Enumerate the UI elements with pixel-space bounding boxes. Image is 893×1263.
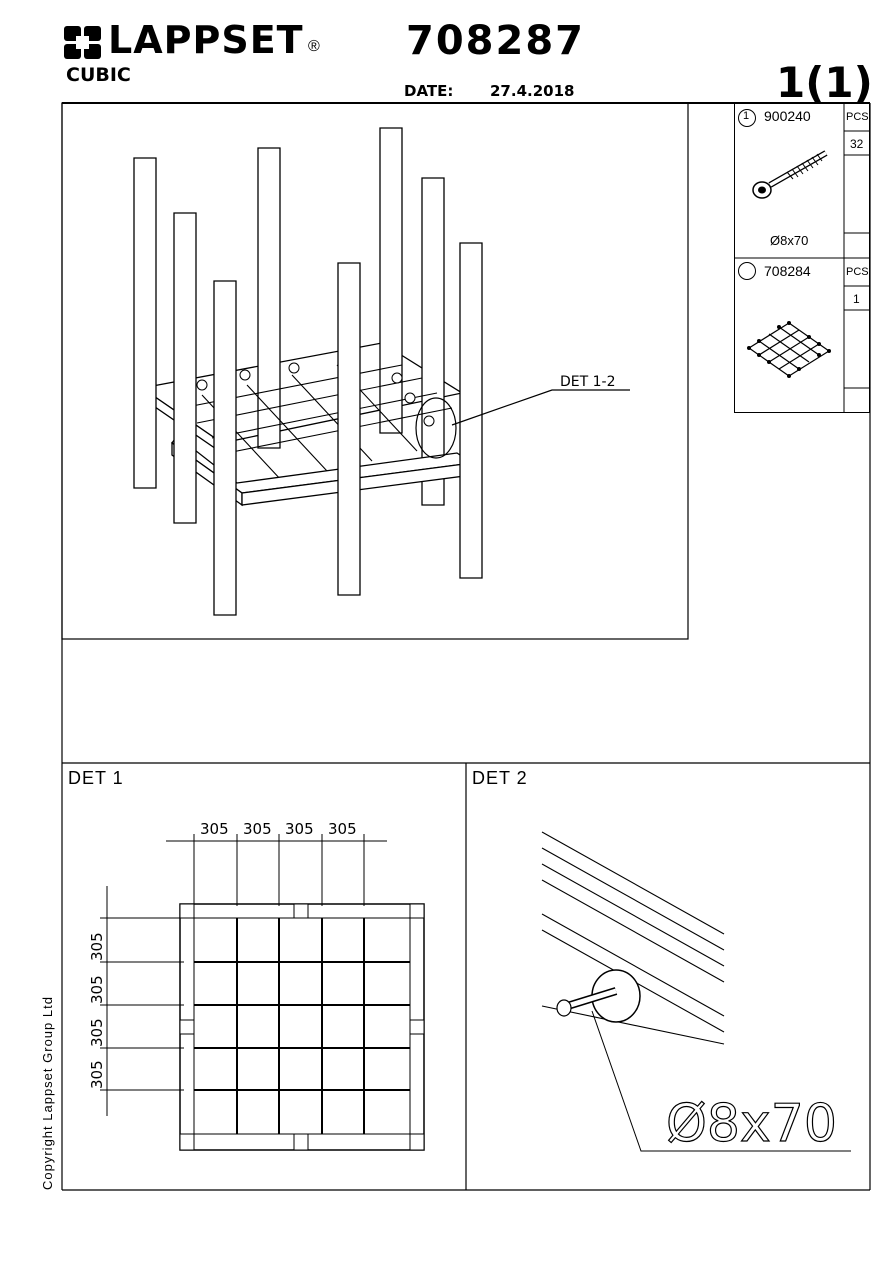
product-code: 708287 <box>406 18 585 64</box>
callout-label: DET 1-2 <box>560 374 616 390</box>
part-number: 708284 <box>764 263 811 279</box>
logo: LAPPSET ® <box>62 18 332 62</box>
dim-vertical: 305 <box>88 1060 106 1089</box>
date-label: DATE: <box>404 82 454 100</box>
det1-drawing: 305 305 305 305 305 305 305 305 <box>88 820 425 1151</box>
det2-drawing: Ø8x70 <box>541 831 851 1155</box>
dim-horizontal: 305 <box>328 820 357 838</box>
assembly-drawing: DET 1-2 <box>133 127 630 616</box>
net-icon <box>747 321 831 378</box>
sheet-number: 1(1) <box>776 58 873 107</box>
part-caption: Ø8x70 <box>770 233 809 248</box>
pcs-label: PCS <box>846 266 869 278</box>
part-quantity: 32 <box>850 137 864 151</box>
lappset-logo-icon <box>64 26 101 59</box>
copyright: Copyright Lappset Group Ltd <box>40 996 55 1190</box>
dim-vertical: 305 <box>88 975 106 1004</box>
date-value: 27.4.2018 <box>490 82 575 100</box>
dim-vertical: 305 <box>88 932 106 961</box>
parts-table: 1 900240 PCS 32 Ø8x70 708284 PCS 1 <box>734 103 870 413</box>
dim-horizontal: 305 <box>285 820 314 838</box>
product-name: CUBIC <box>66 64 131 86</box>
dim-horizontal: 305 <box>200 820 229 838</box>
det1-title: DET 1 <box>68 768 124 788</box>
brand-name: LAPPSET <box>108 18 304 62</box>
screw-icon <box>752 150 828 199</box>
part-quantity: 1 <box>853 292 860 306</box>
det2-label: Ø8x70 <box>666 1094 837 1154</box>
pcs-label: PCS <box>846 111 869 123</box>
part-index: 1 <box>743 110 750 122</box>
registered-mark: ® <box>308 38 320 55</box>
dim-horizontal: 305 <box>243 820 272 838</box>
det2-title: DET 2 <box>472 768 528 788</box>
part-number: 900240 <box>764 108 811 124</box>
dim-vertical: 305 <box>88 1018 106 1047</box>
